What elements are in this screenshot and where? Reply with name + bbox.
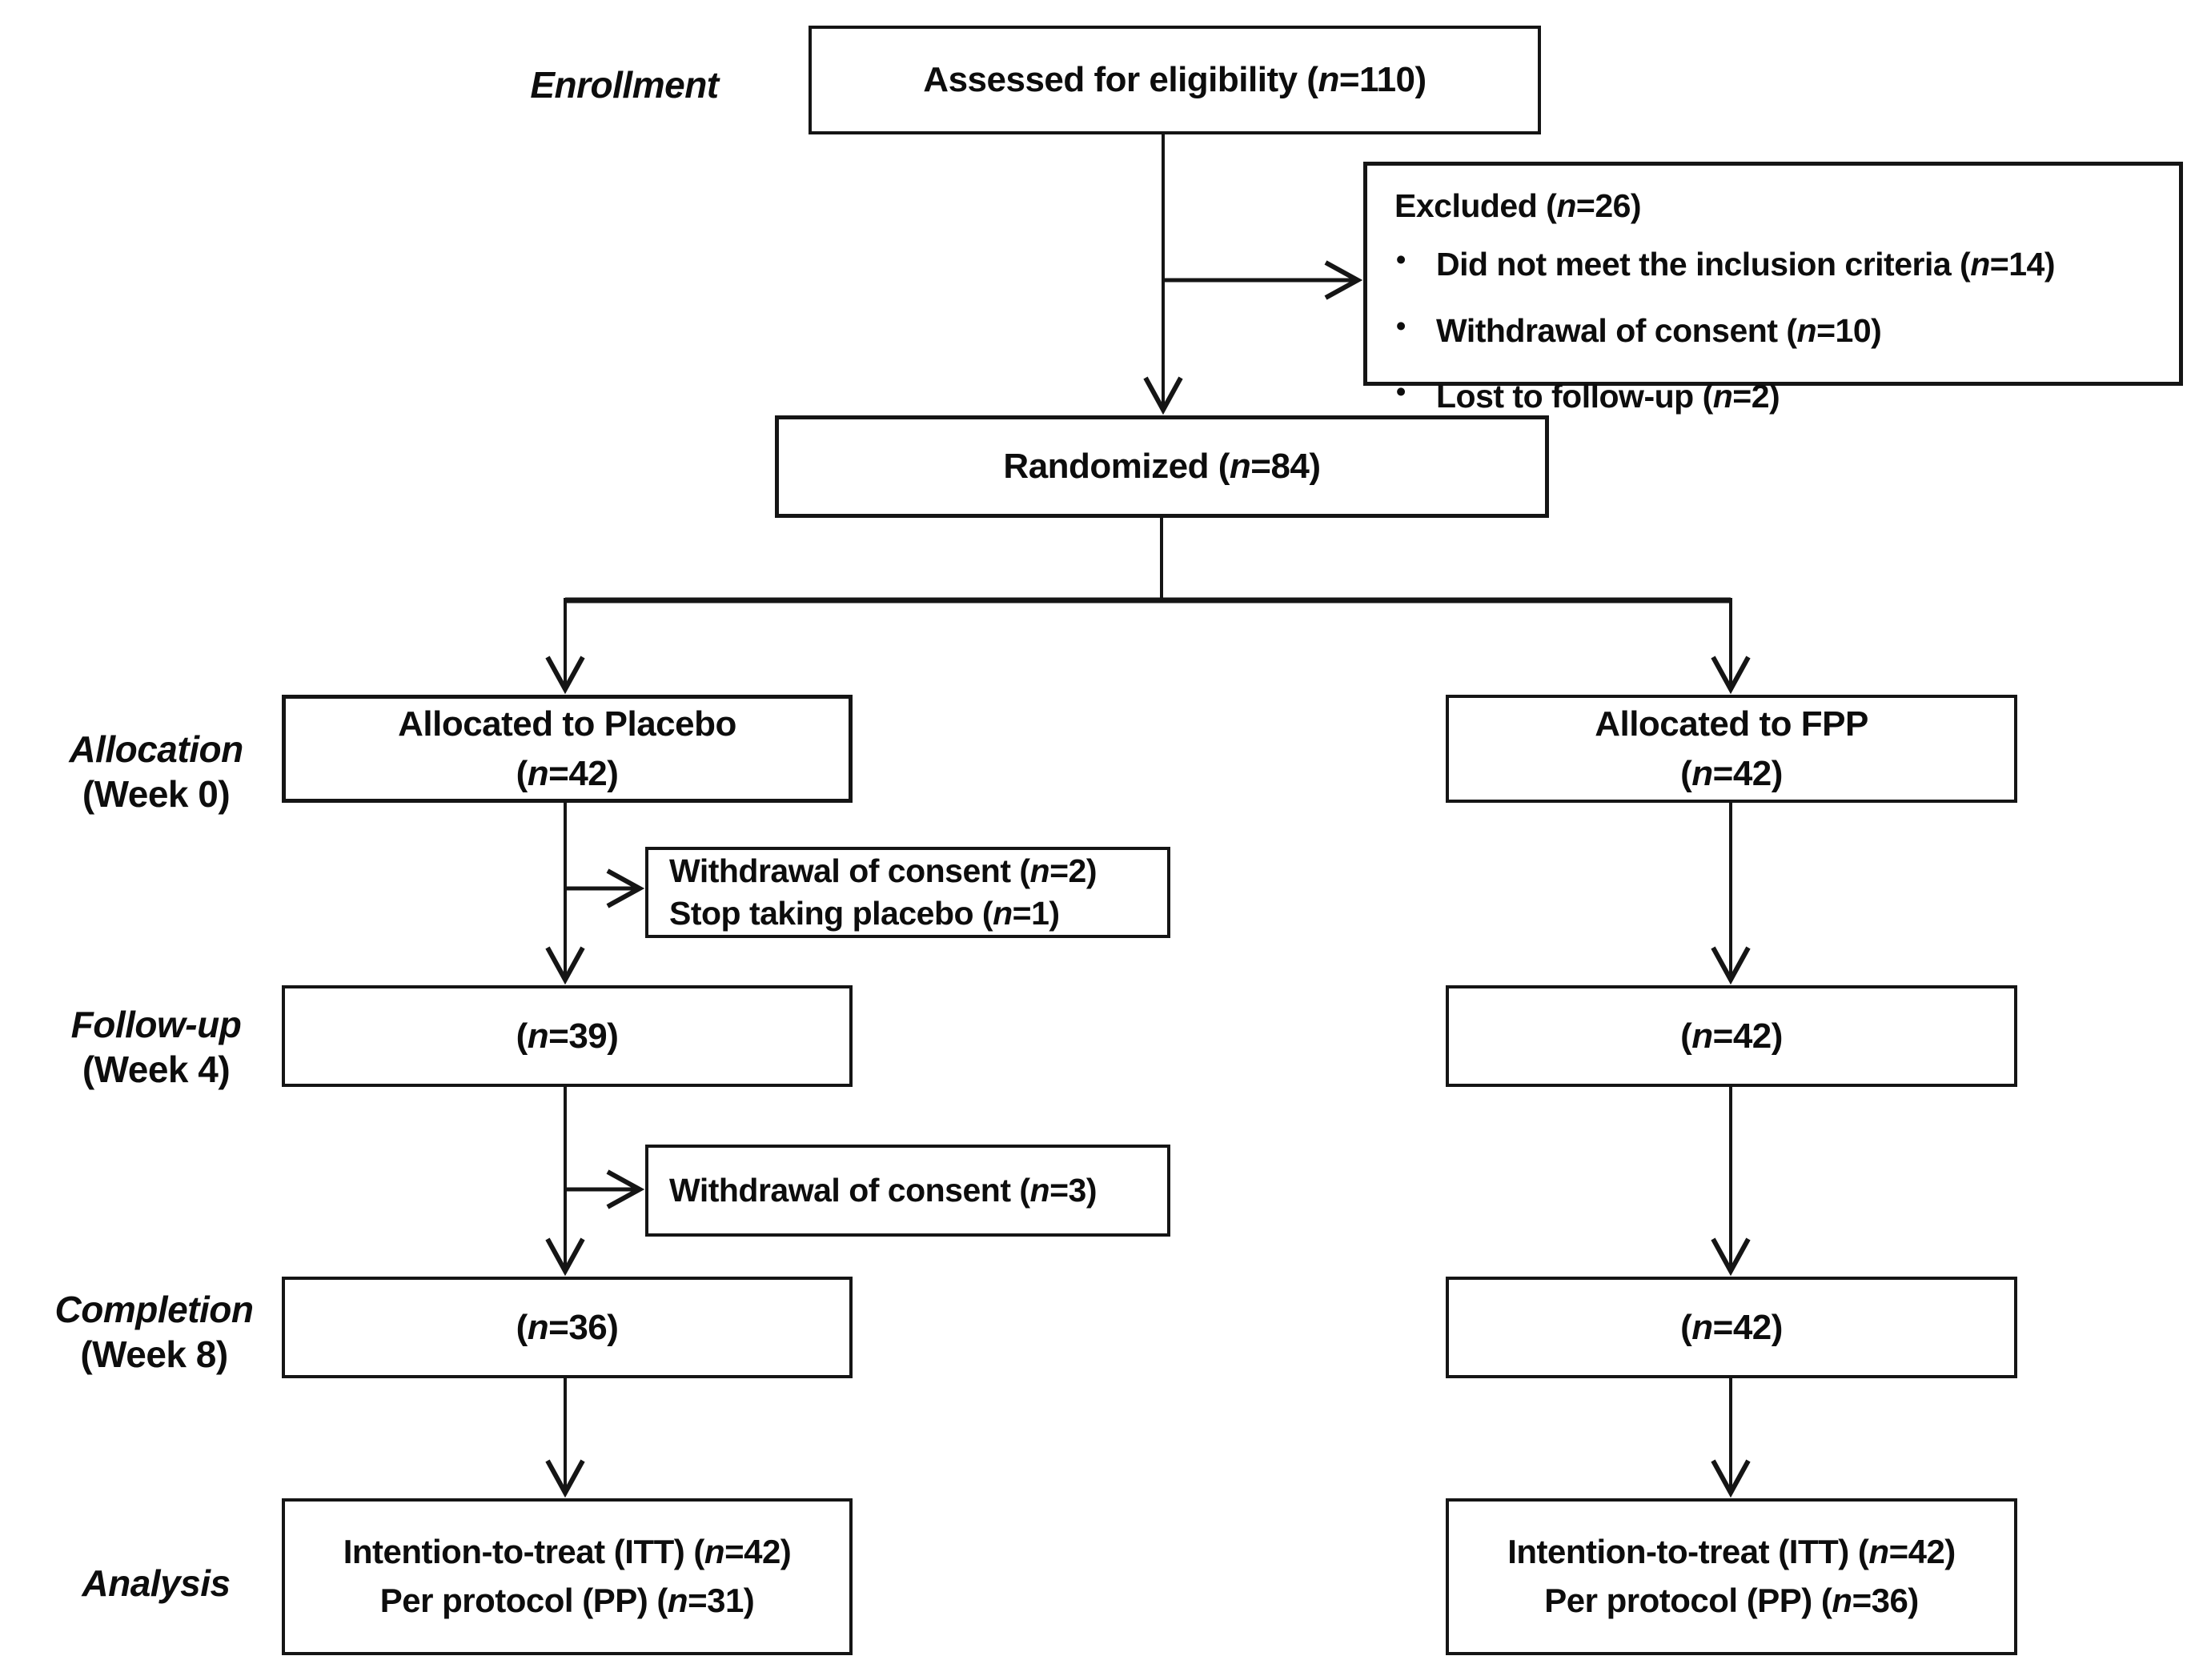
stage-title: Enrollment bbox=[530, 64, 719, 106]
stage-title: Follow-up bbox=[70, 1004, 242, 1045]
assessed-eligibility-box: Assessed for eligibility (n=110) bbox=[809, 26, 1541, 134]
analysis-placebo-box: Intention-to-treat (ITT) (n=42) Per prot… bbox=[282, 1498, 853, 1655]
box-line: Allocated to FPP bbox=[1595, 704, 1868, 744]
randomized-box: Randomized (n=84) bbox=[775, 415, 1549, 518]
allocated-fpp-box: Allocated to FPP (n=42) bbox=[1446, 695, 2017, 803]
box-line: Stop taking placebo (n=1) bbox=[669, 895, 1060, 932]
followup-placebo-box: (n=39) bbox=[282, 985, 853, 1087]
excluded-title: Excluded (n=26) bbox=[1394, 187, 1642, 224]
box-line: (n=42) bbox=[516, 753, 619, 793]
excluded-reason: Lost to follow-up (n=2) bbox=[1394, 374, 2055, 418]
box-line: Per protocol (PP) (n=31) bbox=[379, 1582, 755, 1619]
completion-placebo-box: (n=36) bbox=[282, 1277, 853, 1378]
placebo-week8-dropout-box: Withdrawal of consent (n=3) bbox=[645, 1145, 1170, 1237]
box-line: Withdrawal of consent (n=2) bbox=[669, 852, 1097, 889]
box-text: (n=42) bbox=[1680, 1016, 1783, 1056]
stage-label-enrollment: Enrollment bbox=[480, 62, 768, 107]
analysis-fpp-box: Intention-to-treat (ITT) (n=42) Per prot… bbox=[1446, 1498, 2017, 1655]
stage-label-followup: Follow-up (Week 4) bbox=[16, 1002, 296, 1092]
box-line: Intention-to-treat (ITT) (n=42) bbox=[1507, 1533, 1956, 1571]
excluded-box: Excluded (n=26) Did not meet the inclusi… bbox=[1363, 162, 2183, 415]
stage-label-completion: Completion (Week 8) bbox=[0, 1287, 308, 1377]
excluded-reason: Withdrawal of consent (n=10) bbox=[1394, 308, 2055, 352]
stage-title: Analysis bbox=[82, 1562, 231, 1604]
box-text: (n=36) bbox=[516, 1307, 619, 1347]
box-line: Intention-to-treat (ITT) (n=42) bbox=[343, 1533, 792, 1571]
placebo-week4-dropout-box: Withdrawal of consent (n=2) Stop taking … bbox=[645, 847, 1170, 938]
stage-subtitle: (Week 8) bbox=[80, 1333, 228, 1376]
allocated-placebo-box: Allocated to Placebo (n=42) bbox=[282, 695, 853, 803]
stage-label-analysis: Analysis bbox=[24, 1561, 288, 1606]
box-text: Assessed for eligibility (n=110) bbox=[923, 60, 1427, 100]
box-text: (n=39) bbox=[516, 1016, 619, 1056]
box-line: Allocated to Placebo bbox=[398, 704, 736, 744]
box-line: Per protocol (PP) (n=36) bbox=[1544, 1582, 1919, 1619]
stage-label-allocation: Allocation (Week 0) bbox=[16, 727, 296, 816]
stage-subtitle: (Week 4) bbox=[82, 1048, 231, 1091]
stage-title: Completion bbox=[54, 1289, 254, 1330]
stage-subtitle: (Week 0) bbox=[82, 773, 231, 816]
followup-fpp-box: (n=42) bbox=[1446, 985, 2017, 1087]
box-line: (n=42) bbox=[1680, 753, 1783, 793]
box-text: Randomized (n=84) bbox=[1003, 447, 1321, 487]
box-text: (n=42) bbox=[1680, 1307, 1783, 1347]
excluded-reasons-list: Did not meet the inclusion criteria (n=1… bbox=[1394, 242, 2055, 441]
box-text: Withdrawal of consent (n=3) bbox=[669, 1171, 1097, 1209]
completion-fpp-box: (n=42) bbox=[1446, 1277, 2017, 1378]
excluded-reason: Did not meet the inclusion criteria (n=1… bbox=[1394, 242, 2055, 286]
stage-title: Allocation bbox=[69, 728, 243, 770]
